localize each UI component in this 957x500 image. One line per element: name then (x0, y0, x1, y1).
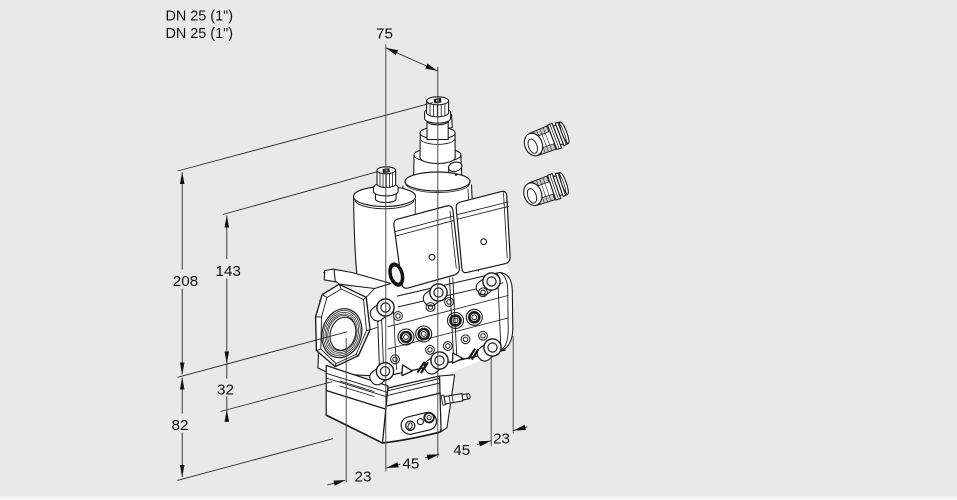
svg-text:45: 45 (453, 442, 470, 459)
svg-text:23: 23 (355, 469, 372, 486)
svg-text:DN 25 (1"): DN 25 (1") (166, 26, 233, 42)
svg-text:32: 32 (217, 382, 234, 399)
svg-text:45: 45 (402, 456, 419, 473)
svg-text:DN 25 (1"): DN 25 (1") (166, 9, 233, 25)
svg-text:75: 75 (376, 26, 393, 43)
svg-text:23: 23 (493, 430, 510, 447)
svg-text:82: 82 (172, 417, 189, 434)
svg-text:208: 208 (173, 273, 198, 290)
svg-text:143: 143 (216, 263, 241, 280)
